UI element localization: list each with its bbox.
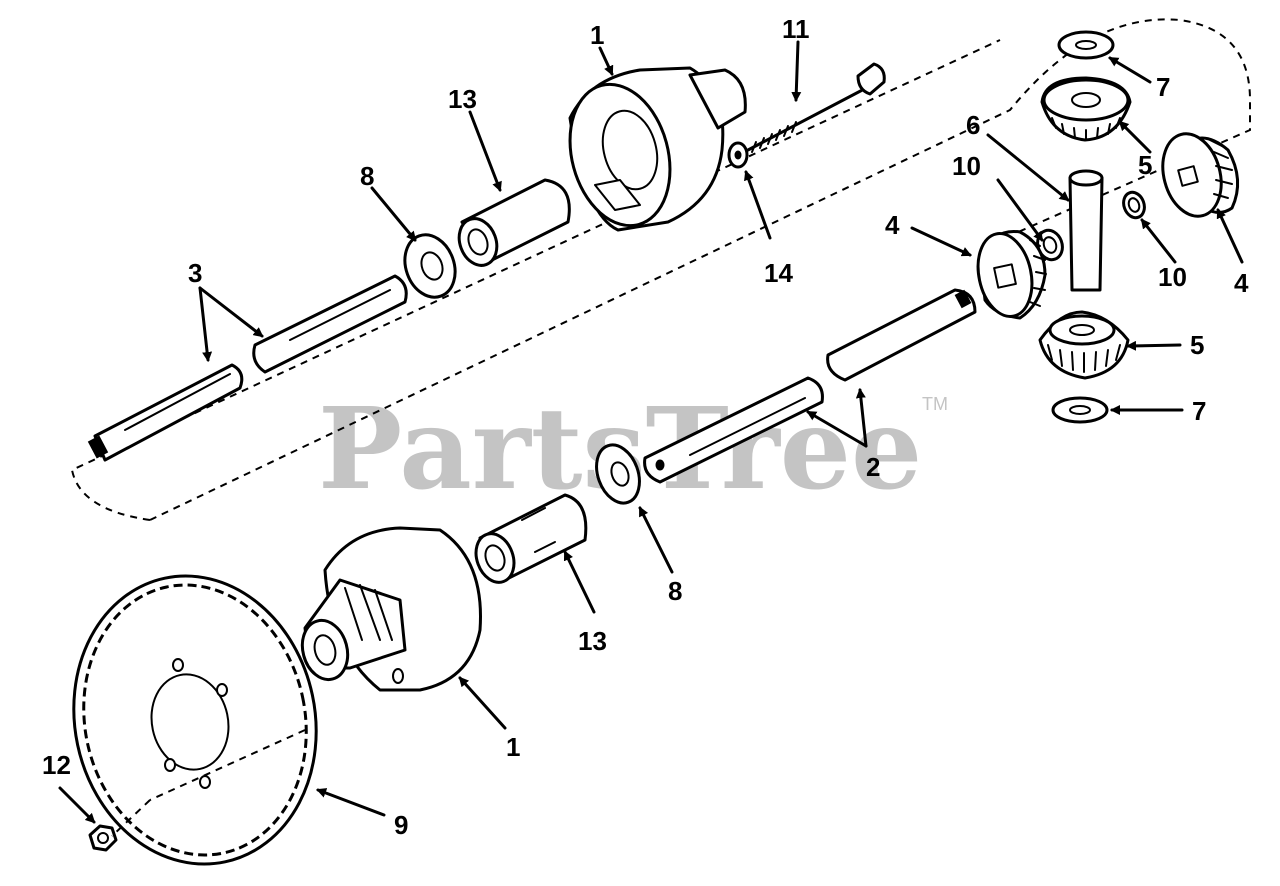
- leader-arrows: [58, 40, 1244, 824]
- callout-14: 14: [764, 258, 793, 288]
- bevel-pinion-gear-top: [1040, 76, 1132, 142]
- differential-housing-bottom: [300, 526, 482, 692]
- callout-4-left: 4: [885, 210, 900, 240]
- hex-nut: [88, 824, 118, 852]
- axle-shaft-upper: [87, 274, 408, 462]
- callout-8-bottom: 8: [668, 576, 682, 606]
- callout-1-bottom: 1: [506, 732, 520, 762]
- callout-5-bottom: 5: [1190, 330, 1204, 360]
- side-bevel-gear-left: [976, 229, 1047, 320]
- callout-5-top: 5: [1138, 150, 1152, 180]
- bolt: [746, 62, 886, 153]
- washer-bottom: [1051, 396, 1109, 424]
- differential-housing-top: [568, 66, 747, 232]
- sprocket: [72, 574, 318, 866]
- bushing-top: [457, 178, 571, 267]
- alignment-line: [111, 729, 306, 837]
- callout-1-top: 1: [590, 20, 604, 50]
- subassembly-outline: [70, 18, 1251, 521]
- thrust-washer-top: [403, 233, 457, 299]
- callout-10-right: 10: [1158, 262, 1187, 292]
- bevel-pinion-gear-bottom: [1038, 310, 1130, 380]
- callout-2: 2: [866, 452, 880, 482]
- callout-4-right: 4: [1234, 268, 1249, 298]
- callout-3: 3: [188, 258, 202, 288]
- thrust-washer-bottom: [595, 443, 641, 505]
- callout-13-top: 13: [448, 84, 477, 114]
- callout-6: 6: [966, 110, 980, 140]
- callout-7-top: 7: [1156, 72, 1170, 102]
- callout-7-bottom: 7: [1192, 396, 1206, 426]
- washer-top: [1057, 30, 1115, 60]
- callout-labels: 1 11 13 7 6 5 8 10 4 14 10 4 3 5 7 2 8 1…: [42, 14, 1249, 840]
- callout-10-left: 10: [952, 151, 981, 181]
- callout-11: 11: [782, 14, 810, 44]
- callout-9: 9: [394, 810, 408, 840]
- watermark-trademark: TM: [922, 394, 948, 414]
- side-bevel-gear-right: [1161, 132, 1240, 218]
- axle-shaft-lower: [643, 288, 977, 484]
- snap-ring-right: [1122, 190, 1146, 220]
- lock-washer: [727, 141, 749, 169]
- callout-12: 12: [42, 750, 71, 780]
- callout-8-top: 8: [360, 161, 374, 191]
- callout-13-bottom: 13: [578, 626, 607, 656]
- cross-shaft-pin: [1068, 169, 1104, 292]
- bushing-bottom: [474, 493, 588, 584]
